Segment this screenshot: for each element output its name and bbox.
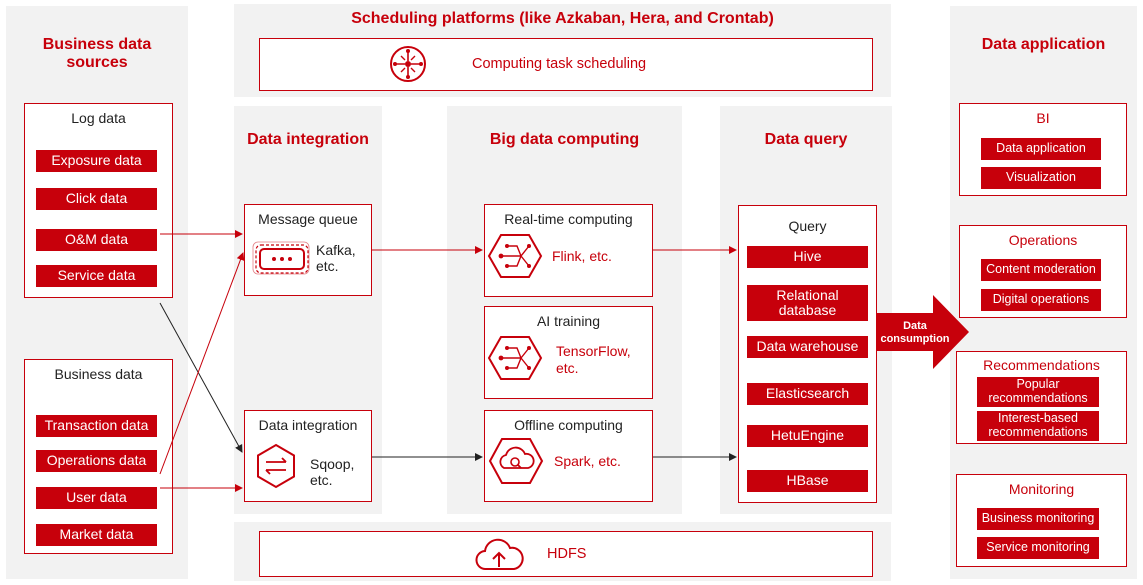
integration-title: Data integration bbox=[247, 131, 369, 148]
realtime-box bbox=[484, 204, 653, 297]
query-item: Elasticsearch bbox=[747, 383, 868, 405]
app-group-title: Monitoring bbox=[1008, 481, 1075, 497]
query-item: Data warehouse bbox=[747, 336, 868, 358]
log-item: Service data bbox=[36, 265, 157, 287]
log-item: O&M data bbox=[36, 229, 157, 251]
query-item: HetuEngine bbox=[747, 425, 868, 447]
log-item: Click data bbox=[36, 188, 157, 210]
cloud-upload-icon bbox=[475, 538, 524, 571]
data-integration-title: Data integration bbox=[258, 417, 358, 433]
sources-title: Business data sources bbox=[6, 36, 188, 73]
offline-tool: Spark, etc. bbox=[554, 453, 621, 469]
cloud-search-icon bbox=[488, 438, 544, 484]
realtime-tool: Flink, etc. bbox=[552, 248, 612, 264]
network-hex-icon bbox=[487, 336, 543, 380]
query-item: Hive bbox=[747, 246, 868, 268]
hdfs-label: HDFS bbox=[547, 546, 587, 562]
offline-title: Offline computing bbox=[514, 417, 623, 433]
query-item: HBase bbox=[747, 470, 868, 492]
log-item: Exposure data bbox=[36, 150, 157, 172]
offline-box bbox=[484, 410, 653, 502]
app-item: Business monitoring bbox=[977, 508, 1099, 530]
app-item: Service monitoring bbox=[977, 537, 1099, 559]
scheduling-title: Scheduling platforms (like Azkaban, Hera… bbox=[351, 10, 774, 27]
ai-training-box bbox=[484, 306, 653, 399]
message-queue-title: Message queue bbox=[258, 211, 358, 227]
business-data-title: Business data bbox=[54, 366, 143, 382]
application-title: Data application bbox=[981, 36, 1106, 53]
business-item: User data bbox=[36, 487, 157, 509]
scheduling-task-box bbox=[259, 38, 873, 91]
app-item: Visualization bbox=[981, 167, 1101, 189]
scheduling-task-label: Computing task scheduling bbox=[472, 56, 647, 72]
data-integration-box bbox=[244, 410, 372, 502]
query-box-title: Query bbox=[788, 218, 827, 234]
app-item: Data application bbox=[981, 138, 1101, 160]
message-queue-icon bbox=[252, 241, 310, 275]
network-hex-icon bbox=[487, 234, 543, 278]
ai-training-title: AI training bbox=[536, 313, 601, 329]
app-item: Popular recommendations bbox=[977, 377, 1099, 407]
data-integration-tool: Sqoop, etc. bbox=[310, 456, 355, 489]
computing-title: Big data computing bbox=[489, 131, 640, 148]
log-data-title: Log data bbox=[71, 110, 126, 126]
consumption-label: Data consumption bbox=[880, 320, 950, 345]
realtime-title: Real-time computing bbox=[504, 211, 633, 227]
message-queue-tool: Kafka, etc. bbox=[316, 242, 356, 275]
app-group-title: Operations bbox=[1008, 232, 1078, 248]
query-title: Data query bbox=[764, 131, 848, 148]
ai-training-tool: TensorFlow, etc. bbox=[556, 343, 631, 376]
business-item: Operations data bbox=[36, 450, 157, 472]
app-item: Content moderation bbox=[981, 259, 1101, 281]
business-item: Market data bbox=[36, 524, 157, 546]
sources-title-line1: Business data bbox=[42, 36, 152, 53]
consumption-arrow bbox=[877, 295, 969, 369]
query-item: Relational database bbox=[747, 285, 868, 321]
sources-title-line2: sources bbox=[66, 54, 128, 72]
app-item: Digital operations bbox=[981, 289, 1101, 311]
app-group-title: Recommendations bbox=[983, 357, 1100, 373]
hdfs-box bbox=[259, 531, 873, 577]
business-item: Transaction data bbox=[36, 415, 157, 437]
app-item: Interest-based recommendations bbox=[977, 411, 1099, 441]
sync-arrows-icon bbox=[257, 443, 295, 489]
scheduling-brain-icon bbox=[390, 46, 426, 82]
app-group-title: BI bbox=[1036, 110, 1050, 126]
message-queue-box bbox=[244, 204, 372, 296]
